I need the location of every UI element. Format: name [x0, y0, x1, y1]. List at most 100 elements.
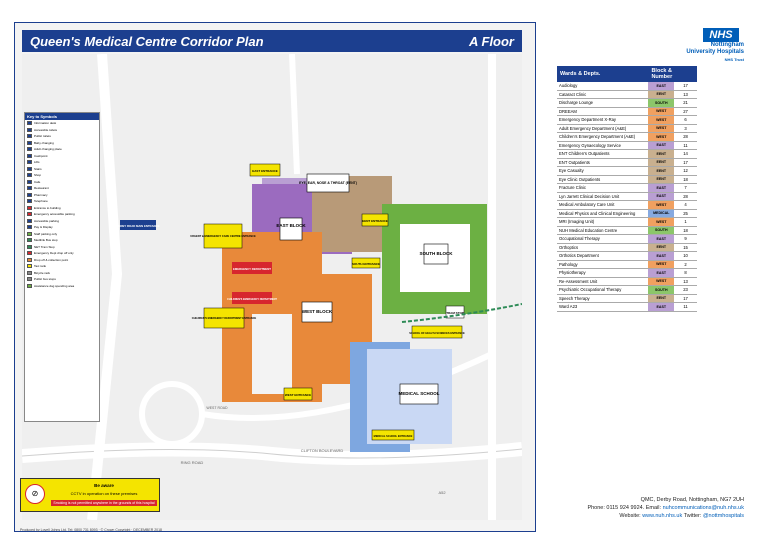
ward-number: 6 — [674, 115, 697, 125]
childrens-entrance-tag[interactable] — [203, 307, 245, 329]
key-symbol-icon — [27, 134, 32, 139]
key-item: Baby changing — [25, 140, 99, 147]
ward-block: EAST — [648, 82, 675, 91]
urgent-care-tag[interactable] — [203, 223, 243, 249]
key-item-label: Shop — [34, 173, 42, 178]
derby-road-tag[interactable] — [120, 220, 156, 230]
ward-name: Occupational Therapy — [557, 234, 649, 244]
key-item-label: Taxi rank — [34, 264, 47, 269]
ward-block: EAST — [648, 192, 675, 201]
key-symbol-icon — [27, 166, 32, 171]
ward-block: EAST — [648, 183, 675, 193]
key-item-label: Cashpoint — [34, 153, 48, 158]
ward-number: 15 — [674, 243, 697, 252]
ward-number: 11 — [674, 302, 697, 312]
key-title: Key to Symbols — [25, 113, 99, 120]
ward-number: 21 — [674, 98, 697, 108]
south-entrance-tag[interactable] — [351, 257, 381, 269]
contact-info: QMC, Derby Road, Nottingham, NG7 2UH Pho… — [587, 496, 744, 520]
east-block-label: EAST BLOCK — [276, 223, 306, 228]
ward-name: Eye Clinic Outpatients — [557, 175, 649, 184]
org-line2: University Hospitals — [686, 49, 744, 55]
key-symbol-icon — [27, 121, 32, 126]
eent-entrance-tag[interactable] — [361, 213, 389, 227]
ward-number: 1 — [674, 217, 697, 227]
key-item-label: Accessible parking — [34, 218, 60, 223]
south-block-label: SOUTH BLOCK — [420, 251, 454, 256]
road-edge — [22, 448, 522, 459]
ward-number: 13 — [674, 90, 697, 99]
medical-school-entrance-tag[interactable] — [371, 429, 415, 441]
email-link[interactable]: nuhcommunications@nuh.nhs.uk — [662, 505, 744, 511]
key-item: Public toilets — [25, 133, 99, 140]
key-item: Restaurant — [25, 185, 99, 192]
key-item: Cafe — [25, 179, 99, 186]
ward-block: EENT — [648, 158, 675, 167]
footer-credit: Produced by Lovell Johns Ltd. Tel: 0800 … — [20, 528, 163, 532]
key-symbol-icon — [27, 192, 32, 197]
key-symbol-icon — [27, 251, 32, 256]
key-symbol-icon — [27, 238, 32, 243]
ward-name: Emergency Department X-Ray — [557, 115, 649, 125]
website-link[interactable]: www.nuh.nhs.uk — [642, 513, 683, 519]
ward-number: 3 — [674, 124, 697, 133]
key-item-label: Stairs — [34, 166, 42, 171]
key-item-label: Pharmacy — [34, 192, 48, 197]
ward-number: 10 — [674, 251, 697, 261]
childrens-emergency-tag[interactable] — [232, 292, 272, 304]
ward-name: Medical Physics and Clinical Engineering — [557, 209, 649, 218]
south-block-label-box — [423, 243, 449, 265]
eent-label: EYE, EAR, NOSE & THROAT (EENT) — [299, 181, 357, 185]
key-item: Shop — [25, 172, 99, 179]
key-item-label: Telephone — [34, 199, 48, 204]
ward-number: 7 — [674, 183, 697, 193]
emergency-dept-tag[interactable] — [232, 262, 272, 274]
key-symbol-icon — [27, 257, 32, 262]
west-road-label: WEST ROAD — [206, 406, 228, 410]
org-line1: Nottingham — [710, 42, 744, 48]
wards-table-header: Wards & Depts. Block & Number — [557, 66, 697, 82]
ward-number: 25 — [674, 209, 697, 218]
key-item-label: Pay & Display — [34, 225, 53, 230]
ward-number: 28 — [674, 132, 697, 142]
site-map[interactable]: EAST BLOCK EYE, EAR, NOSE & THROAT (EENT… — [22, 54, 522, 520]
key-item: Stairs — [25, 166, 99, 173]
ward-name: ENT Children's Outpatients — [557, 149, 649, 159]
ward-number: 14 — [674, 149, 697, 159]
ward-block: WEST — [648, 260, 675, 269]
org-name: Nottingham University Hospitals NHS Trus… — [686, 42, 744, 63]
key-item-label: Emergency accessible parking — [34, 212, 75, 217]
ward-block: EENT — [648, 243, 675, 252]
key-symbol-icon — [27, 225, 32, 230]
key-symbol-icon — [27, 186, 32, 191]
twitter-label: Twitter: — [683, 513, 702, 519]
key-item-label: Public toilets — [34, 134, 51, 139]
ward-number: 17 — [674, 294, 697, 303]
twitter-link[interactable]: @nottmhospitals — [702, 513, 744, 519]
west-entrance-tag[interactable] — [283, 387, 313, 401]
key-item: NET Tram Stop — [25, 244, 99, 251]
ward-block: MEDICAL — [648, 209, 675, 218]
ward-block: EAST — [648, 251, 675, 261]
school-health-tag[interactable] — [411, 325, 463, 339]
school-health-label: SCHOOL OF HEALTH SCIENCES ENTRANCE — [409, 331, 465, 335]
key-item: Lifts — [25, 159, 99, 166]
ward-name: Orthotics Department — [557, 251, 649, 261]
ward-block: SOUTH — [648, 98, 675, 108]
key-item: Accessible toilets — [25, 127, 99, 134]
key-item-label: Drop off & collection point — [34, 257, 69, 262]
east-entrance-tag[interactable] — [249, 163, 281, 177]
ward-block: WEST — [648, 115, 675, 125]
